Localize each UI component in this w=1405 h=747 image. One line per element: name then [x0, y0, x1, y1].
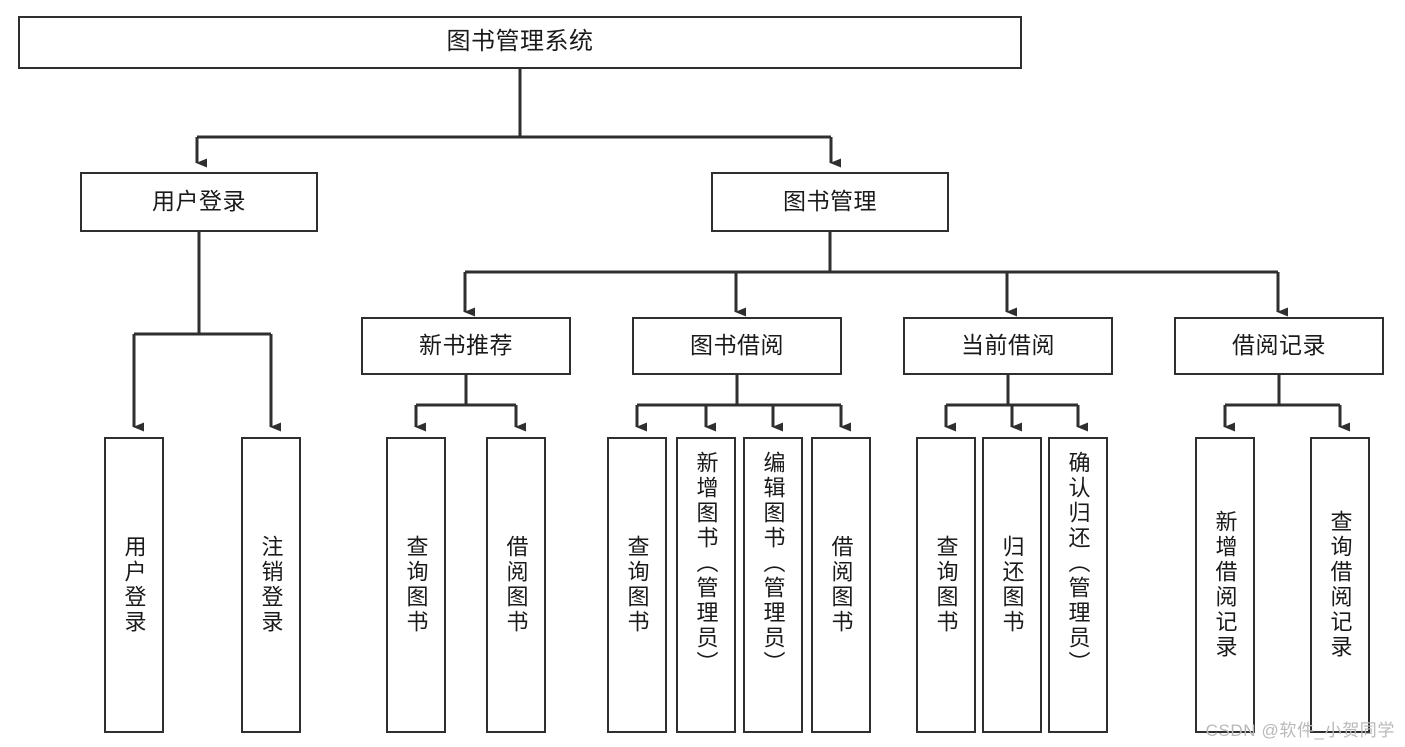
node-label: 图书管理系统: [446, 28, 594, 56]
node-user-login[interactable]: 用户登录: [80, 172, 318, 232]
leaf-user-login[interactable]: 用户登录: [104, 437, 164, 733]
node-label: 用户登录: [152, 188, 246, 215]
node-new-book-recommend[interactable]: 新书推荐: [361, 317, 571, 375]
node-label: 当前借阅: [961, 332, 1055, 359]
node-label: 用户登录: [121, 535, 147, 635]
node-label: 查询图书: [933, 535, 959, 635]
leaf-add-book-admin[interactable]: 新增图书（管理员）: [676, 437, 736, 733]
leaf-borrow-book[interactable]: 借阅图书: [811, 437, 871, 733]
node-label: 图书管理: [783, 188, 877, 215]
node-current-borrow[interactable]: 当前借阅: [903, 317, 1113, 375]
leaf-query-borrow-record[interactable]: 查询借阅记录: [1310, 437, 1370, 733]
leaf-borrow-book-recommend[interactable]: 借阅图书: [486, 437, 546, 733]
leaf-query-book-borrow[interactable]: 查询图书: [607, 437, 667, 733]
node-borrow-record[interactable]: 借阅记录: [1174, 317, 1384, 375]
node-label: 新增借阅记录: [1212, 510, 1238, 660]
node-label: 借阅图书: [828, 535, 854, 635]
leaf-confirm-return-admin[interactable]: 确认归还（管理员）: [1048, 437, 1108, 733]
leaf-return-book[interactable]: 归还图书: [982, 437, 1042, 733]
node-label: 借阅记录: [1232, 332, 1326, 359]
leaf-logout[interactable]: 注销登录: [241, 437, 301, 733]
node-label: 查询借阅记录: [1327, 510, 1353, 660]
node-label: 查询图书: [624, 535, 650, 635]
leaf-add-borrow-record[interactable]: 新增借阅记录: [1195, 437, 1255, 733]
watermark-text: CSDN @软件_小贺同学: [1205, 721, 1395, 740]
node-label: 注销登录: [258, 535, 284, 635]
leaf-query-book-recommend[interactable]: 查询图书: [386, 437, 446, 733]
node-root-system[interactable]: 图书管理系统: [18, 16, 1022, 69]
node-label: 查询图书: [403, 535, 429, 635]
leaf-query-book-current[interactable]: 查询图书: [916, 437, 976, 733]
leaf-edit-book-admin[interactable]: 编辑图书（管理员）: [743, 437, 803, 733]
node-label: 确认归还（管理员）: [1065, 451, 1091, 676]
node-book-borrow[interactable]: 图书借阅: [632, 317, 842, 375]
node-label: 编辑图书（管理员）: [760, 451, 786, 676]
node-label: 归还图书: [999, 535, 1025, 635]
node-label: 新书推荐: [419, 332, 513, 359]
node-book-management[interactable]: 图书管理: [711, 172, 949, 232]
node-label: 图书借阅: [690, 332, 784, 359]
node-label: 新增图书（管理员）: [693, 451, 719, 676]
node-label: 借阅图书: [503, 535, 529, 635]
